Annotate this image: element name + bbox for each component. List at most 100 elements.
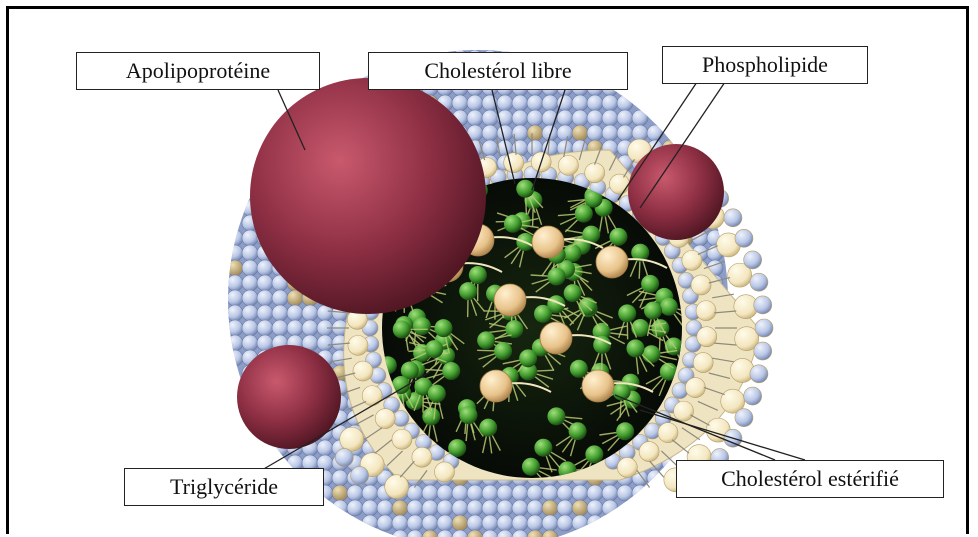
- phospholipid-head: [497, 485, 513, 501]
- phospholipid-head: [512, 515, 528, 531]
- phospholipid-head: [557, 125, 573, 141]
- phospholipid-head: [602, 125, 618, 141]
- phospholipid-head: [257, 320, 273, 336]
- free-cholesterol: [504, 153, 524, 173]
- phospholipid-head: [272, 290, 288, 306]
- phospholipid-head: [332, 470, 348, 486]
- phospholipid-head: [497, 95, 513, 111]
- free-cholesterol: [658, 423, 678, 443]
- phospholipid-head: [287, 320, 303, 336]
- phospholipid-head: [227, 245, 243, 261]
- phospholipid-head: [377, 500, 393, 516]
- phospholipid-head: [632, 485, 648, 501]
- apolipoprotein-large: [250, 78, 486, 314]
- free-cholesterol: [693, 353, 713, 373]
- phospholipid-head: [392, 515, 408, 531]
- triglyceride: [616, 422, 634, 440]
- phospholipid-head: [602, 110, 618, 126]
- triglyceride: [642, 345, 660, 363]
- phospholipid-head: [497, 500, 513, 516]
- triglyceride: [479, 419, 497, 437]
- free-cholesterol: [375, 409, 395, 429]
- phospholipid-head: [750, 365, 768, 383]
- triglyceride: [575, 205, 593, 223]
- phospholipid-head: [617, 485, 633, 501]
- phospholipid-head: [527, 110, 543, 126]
- phospholipid-head: [317, 440, 333, 456]
- phospholipid-head: [557, 515, 573, 531]
- phospholipid-head: [242, 230, 258, 246]
- phospholipid-head: [287, 305, 303, 321]
- phospholipid-head: [512, 485, 528, 501]
- triglyceride: [631, 319, 649, 337]
- phospholipid-head: [317, 335, 333, 351]
- free-cholesterol: [691, 275, 711, 295]
- phospholipid-head: [587, 485, 603, 501]
- phospholipid-head: [527, 95, 543, 111]
- free-cholesterol: [610, 174, 630, 194]
- phospholipid-head: [407, 515, 423, 531]
- phospholipid-head: [242, 320, 258, 336]
- phospholipid-head: [602, 95, 618, 111]
- phospholipid-head: [572, 95, 588, 111]
- phospholipid-head: [257, 305, 273, 321]
- triglyceride: [434, 319, 452, 337]
- phospholipid-head: [482, 140, 498, 156]
- phospholipid-head: [744, 387, 762, 405]
- phospholipid-head: [497, 515, 513, 531]
- triglyceride: [641, 275, 659, 293]
- phospholipid-head: [617, 95, 633, 111]
- phospholipid-head: [512, 110, 528, 126]
- triglyceride: [644, 302, 662, 320]
- phospholipid-head: [527, 500, 543, 516]
- free-cholesterol: [362, 386, 382, 406]
- phospholipid-head: [227, 305, 243, 321]
- free-cholesterol: [412, 447, 432, 467]
- phospholipid-head: [362, 515, 378, 531]
- phospholipid-head: [362, 500, 378, 516]
- phospholipid-head: [482, 110, 498, 126]
- phospholipid-head: [347, 485, 363, 501]
- phospholipid-head: [587, 515, 603, 531]
- phospholipid-head: [242, 275, 258, 291]
- phospholipid-head: [602, 500, 618, 516]
- phospholipid-head: [422, 485, 438, 501]
- triglyceride: [547, 407, 565, 425]
- free-cholesterol: [682, 250, 702, 270]
- esterified-cholesterol: [540, 322, 572, 354]
- phospholipid-head: [512, 500, 528, 516]
- triglyceride: [516, 180, 534, 198]
- phospholipid-head: [542, 95, 558, 111]
- phospholipid-head: [482, 500, 498, 516]
- phospholipid-head: [735, 229, 753, 247]
- phospholipid-head: [647, 125, 663, 141]
- esterified-cholesterol: [532, 226, 564, 258]
- label-esterified-cholesterol: Cholestérol estérifié: [676, 460, 944, 498]
- phospholipid-head: [467, 95, 483, 111]
- triglyceride: [459, 282, 477, 300]
- phospholipid-head: [227, 320, 243, 336]
- free-cholesterol: [392, 429, 412, 449]
- triglyceride: [442, 362, 460, 380]
- free-cholesterol-head: [572, 500, 588, 516]
- phospholipid-head: [377, 515, 393, 531]
- free-cholesterol: [353, 361, 373, 381]
- phospholipid-head: [557, 500, 573, 516]
- triglyceride: [618, 304, 636, 322]
- phospholipid-head: [242, 245, 258, 261]
- phospholipid-head: [572, 515, 588, 531]
- phospholipid-head: [744, 251, 762, 269]
- phospholipid-head: [227, 275, 243, 291]
- phospholipid-head: [587, 500, 603, 516]
- triglyceride: [570, 360, 588, 378]
- triglyceride: [494, 342, 512, 360]
- phospholipid-head: [242, 305, 258, 321]
- phospholipid-head: [227, 350, 243, 366]
- phospholipid-head: [407, 500, 423, 516]
- label-apolipoprotein: Apolipoprotéine: [76, 52, 320, 90]
- triglyceride: [609, 228, 627, 246]
- triglyceride: [413, 317, 431, 335]
- phospholipid-head: [257, 290, 273, 306]
- phospholipid-head: [754, 296, 772, 314]
